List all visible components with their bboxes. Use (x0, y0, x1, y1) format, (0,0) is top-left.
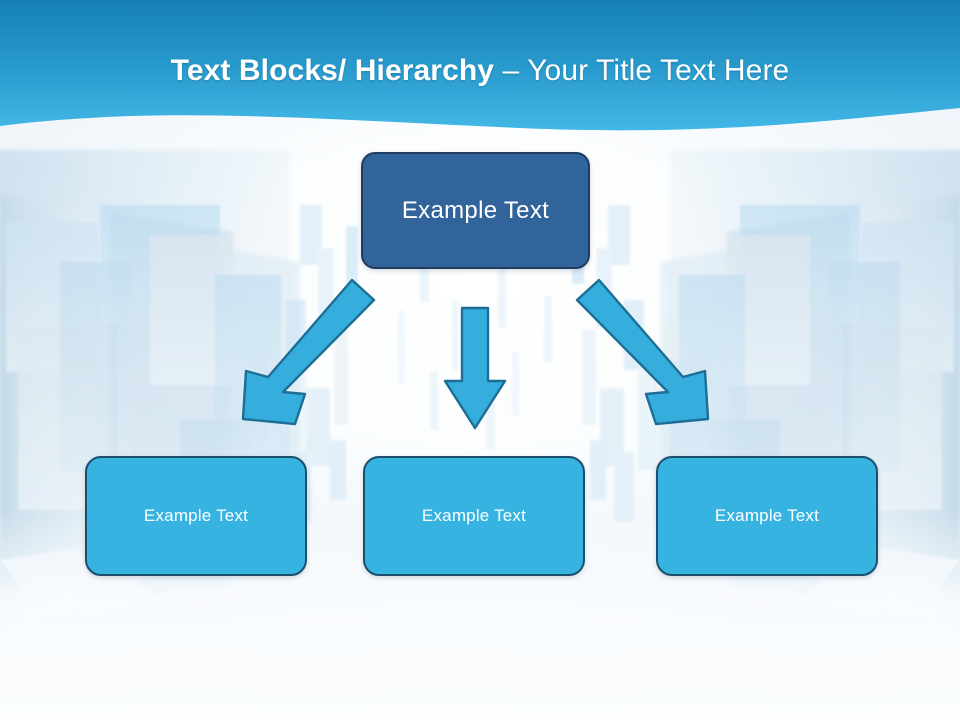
page-title: Text Blocks/ Hierarchy – Your Title Text… (0, 52, 960, 90)
hierarchy-root-node-label: Example Text (401, 196, 550, 224)
hierarchy-child-node-1-label: Example Text (143, 506, 249, 525)
hierarchy-child-node-2[interactable]: Example Text (363, 456, 585, 576)
hierarchy-child-node-3-label: Example Text (714, 506, 820, 525)
hierarchy-child-node-3[interactable]: Example Text (656, 456, 878, 576)
hierarchy-root-node[interactable]: Example Text (361, 152, 590, 269)
page-title-separator: – (502, 54, 528, 87)
page-title-bold: Text Blocks/ Hierarchy (170, 54, 503, 87)
hierarchy-child-node-2-label: Example Text (421, 506, 527, 525)
header-band-shape (0, 0, 960, 131)
hierarchy-child-node-1[interactable]: Example Text (85, 456, 307, 576)
slide-header: Text Blocks/ Hierarchy – Your Title Text… (0, 0, 960, 150)
page-title-light: Your Title Text Here (527, 54, 790, 87)
